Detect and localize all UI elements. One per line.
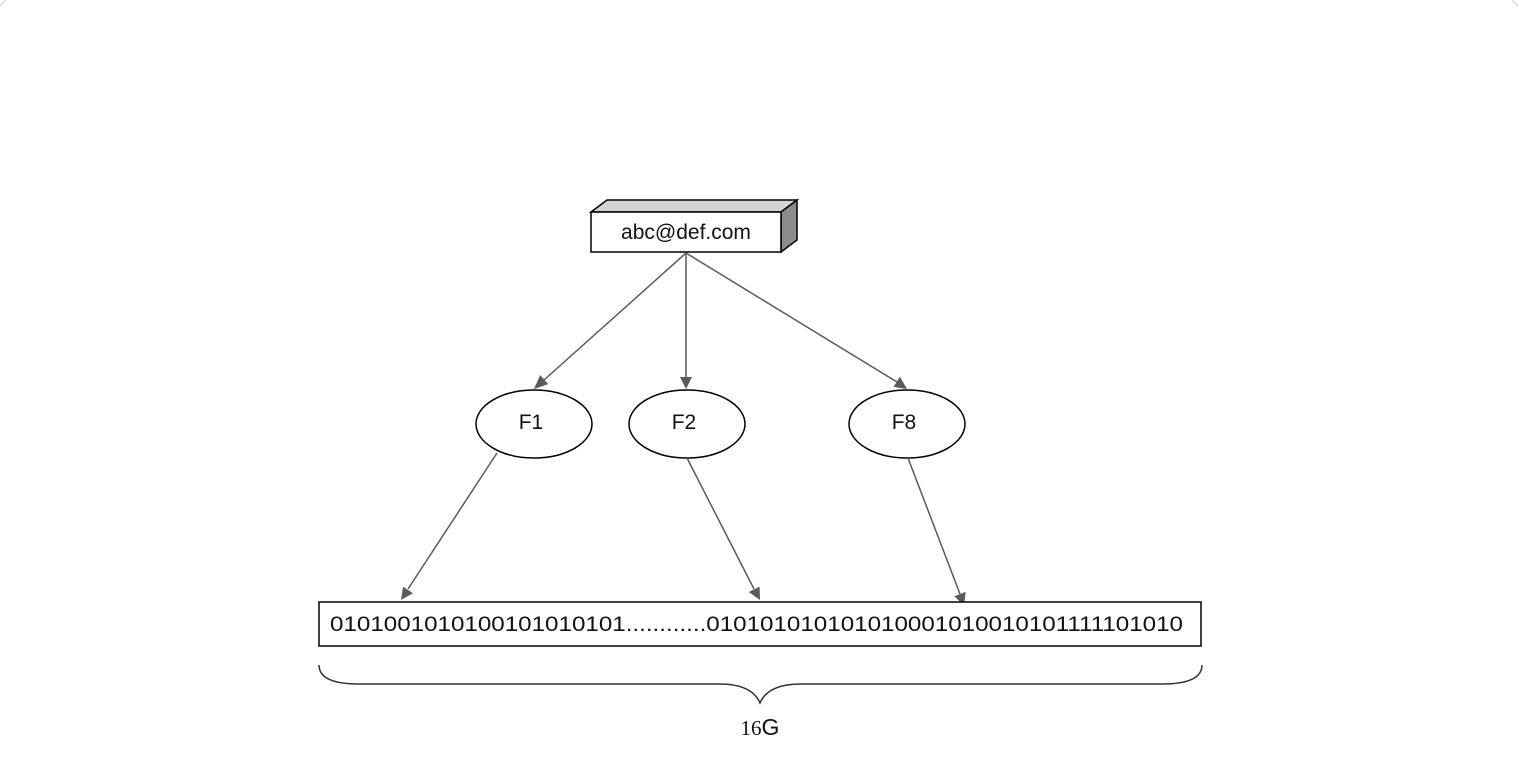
hash-function-f2: F2: [628, 389, 746, 459]
hash-function-f1-label: F1: [519, 411, 544, 434]
corner-mark-right: [1511, 0, 1518, 7]
hash-function-f2-label: F2: [672, 411, 697, 434]
edge-source-f1: [543, 252, 687, 381]
source-node: abc@def.com: [588, 198, 800, 254]
size-number: 16: [741, 716, 762, 740]
bit-array-text: 0101001010100101010101............010101…: [330, 613, 1183, 636]
edge-f2-bit-array-arrowhead: [748, 586, 760, 600]
source-node-front-face: [590, 211, 782, 253]
edge-source-f8-arrowhead: [893, 376, 907, 389]
hash-function-f8: F8: [848, 389, 966, 459]
bit-array-box: [318, 601, 1202, 647]
hash-function-f1: F1: [475, 389, 593, 459]
edge-f1-bit-array-arrowhead: [401, 586, 413, 600]
edge-f2-bit-array: [686, 457, 755, 590]
edge-f1-bit-array: [407, 452, 498, 590]
source-node-label: abc@def.com: [621, 221, 751, 244]
edge-source-f1-arrowhead: [534, 375, 549, 389]
bit-array: 0101001010100101010101............010101…: [318, 601, 1202, 647]
source-node-top-face: [588, 199, 800, 213]
edge-f8-bit-array: [907, 457, 961, 595]
hash-function-f8-label: F8: [892, 411, 917, 434]
hash-function-f8-ellipse: [848, 389, 966, 459]
source-edges: [534, 252, 907, 389]
hash-function-f1-ellipse: [475, 389, 593, 459]
corner-mark-left: [0, 0, 7, 7]
edge-source-f2-arrowhead: [680, 377, 692, 389]
size-brace: [318, 664, 1203, 705]
mapping-edges: [401, 452, 966, 606]
edge-source-f8: [685, 252, 898, 383]
size-unit: G: [762, 714, 780, 740]
size-label: 16G: [741, 714, 780, 740]
